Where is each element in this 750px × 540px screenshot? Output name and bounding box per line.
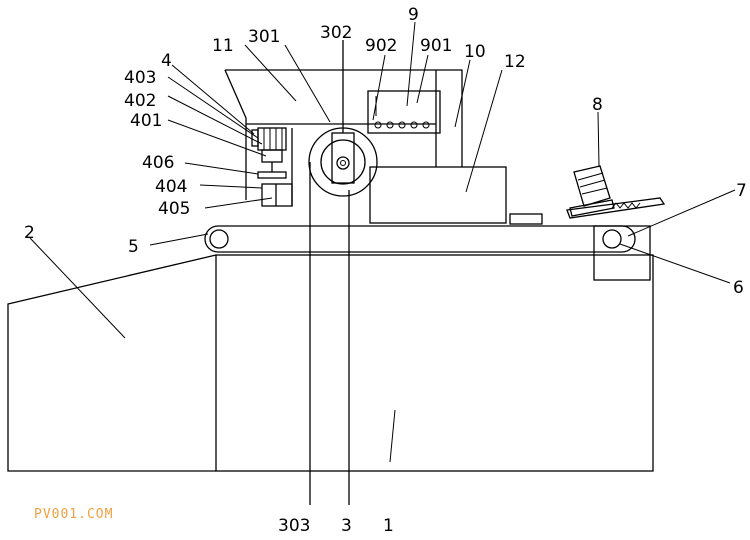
left-belt-roller xyxy=(209,229,229,249)
label-302: 302 xyxy=(320,23,352,43)
label-401: 401 xyxy=(130,111,162,131)
part-10-frame xyxy=(224,69,463,200)
label-403: 403 xyxy=(124,68,156,88)
part-6-right-belt-roller xyxy=(602,229,622,249)
label-9: 9 xyxy=(408,5,419,25)
label-3: 3 xyxy=(341,516,352,536)
label-901: 901 xyxy=(420,36,452,56)
roller-bracket xyxy=(593,225,651,281)
label-5: 5 xyxy=(128,237,139,257)
part-404-block xyxy=(261,183,293,207)
leader-lines xyxy=(29,21,736,463)
label-405: 405 xyxy=(158,199,190,219)
label-301: 301 xyxy=(248,27,280,47)
label-6: 6 xyxy=(733,278,744,298)
part-2-side-table xyxy=(7,254,217,472)
label-2: 2 xyxy=(24,223,35,243)
label-7: 7 xyxy=(736,181,747,201)
label-11: 11 xyxy=(212,36,234,56)
part-1-base xyxy=(215,254,654,472)
label-902: 902 xyxy=(365,36,397,56)
part-7-chute xyxy=(566,197,666,219)
small-plate xyxy=(509,213,543,225)
part-8-material-stack xyxy=(569,165,615,217)
part-12-press-block xyxy=(369,166,543,225)
part-5-conveyor-belt xyxy=(204,225,651,281)
part-labels: 1 2 3 4 5 6 7 8 9 10 11 12 301 302 303 4… xyxy=(24,5,747,536)
label-12: 12 xyxy=(504,52,526,72)
label-404: 404 xyxy=(155,177,187,197)
label-1: 1 xyxy=(383,516,394,536)
part-4-motor-assembly xyxy=(251,127,293,207)
part-3-wheel xyxy=(308,40,378,505)
label-406: 406 xyxy=(142,153,174,173)
part-402-mount xyxy=(251,129,259,147)
label-4: 4 xyxy=(161,51,172,71)
label-10: 10 xyxy=(464,42,486,62)
watermark: PV001.COM xyxy=(34,507,113,522)
part-9-control-box xyxy=(367,90,441,134)
label-8: 8 xyxy=(592,95,603,115)
label-303: 303 xyxy=(278,516,310,536)
label-402: 402 xyxy=(124,91,156,111)
part-406-plate xyxy=(257,171,287,179)
